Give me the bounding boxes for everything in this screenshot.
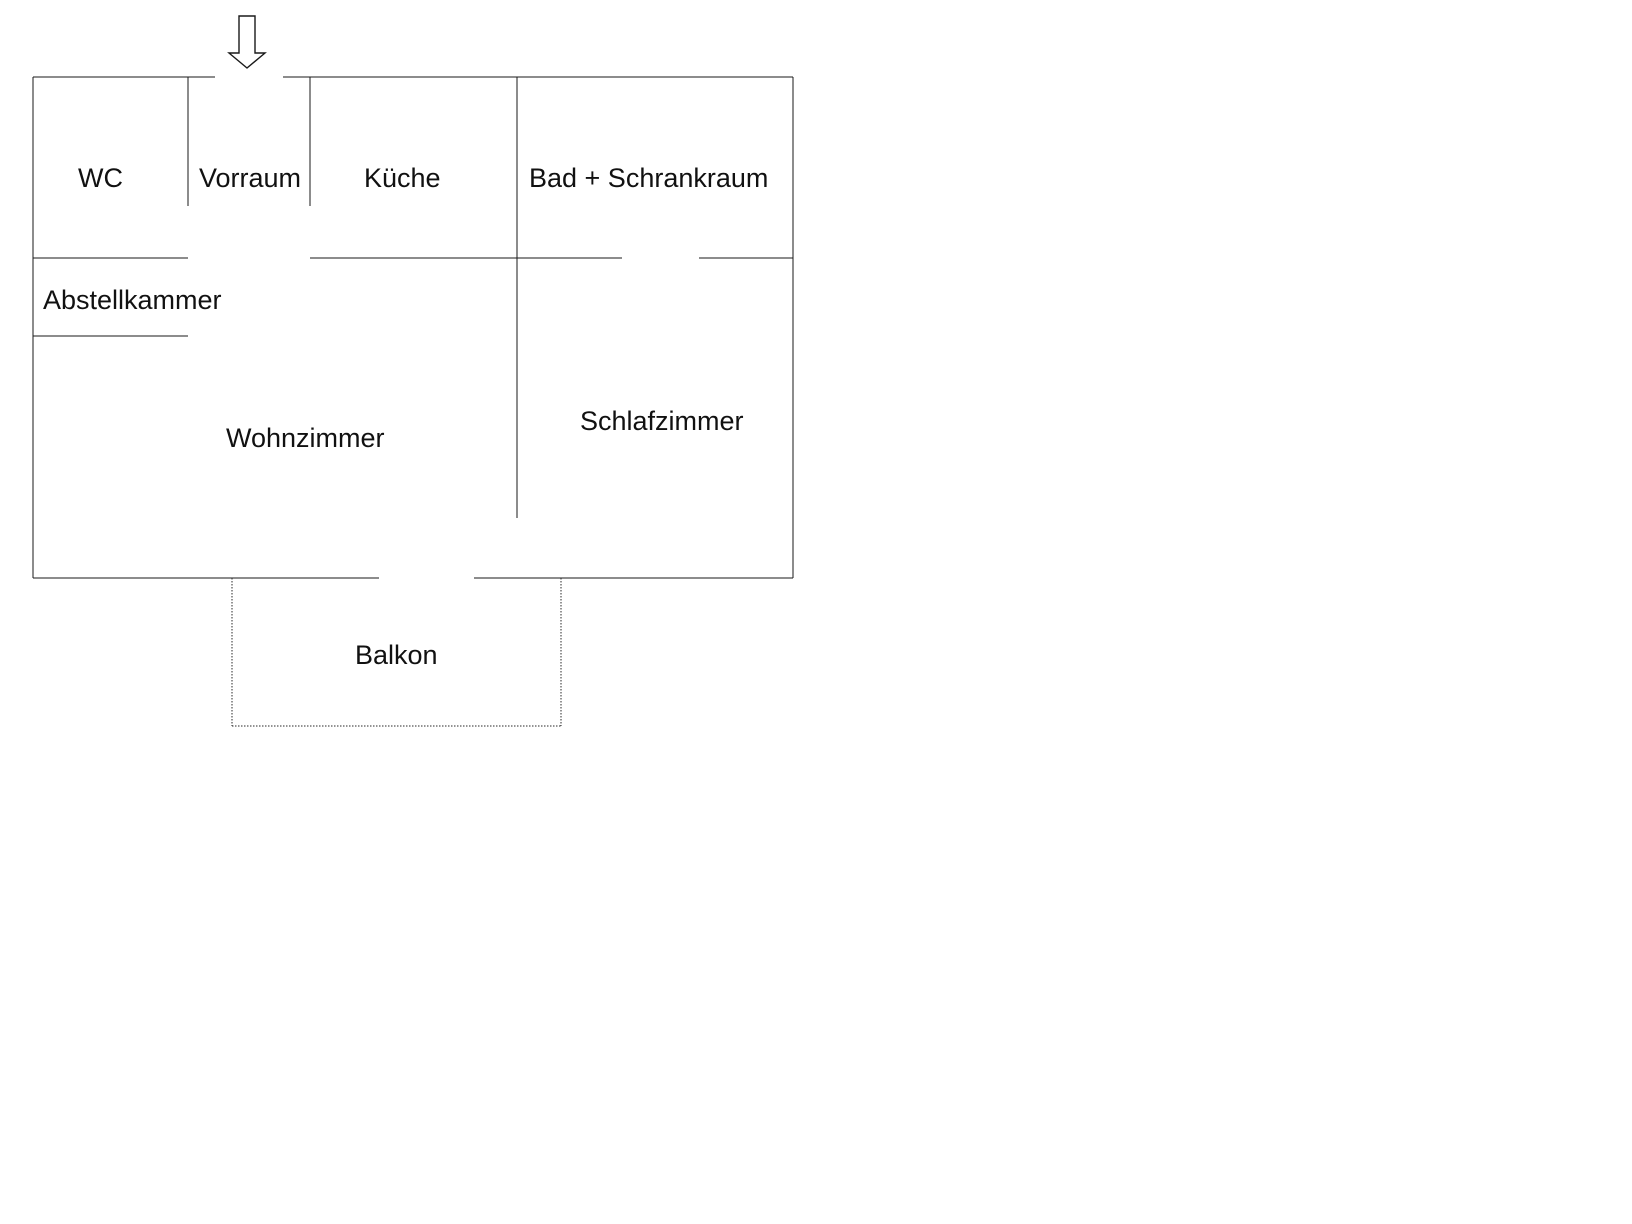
entrance-arrow-icon (227, 15, 267, 69)
room-label-schlafzimmer: Schlafzimmer (580, 406, 744, 436)
balcony-outline (231, 578, 562, 727)
interior-walls (33, 77, 793, 518)
room-label-wc: WC (78, 163, 123, 193)
room-label-wohnzimmer: Wohnzimmer (226, 423, 385, 453)
room-label-kueche: Küche (364, 163, 441, 193)
room-label-bad: Bad + Schrankraum (529, 163, 768, 193)
room-label-vorraum: Vorraum (199, 163, 301, 193)
room-label-abstellkammer: Abstellkammer (43, 285, 222, 315)
outer-walls (32, 76, 794, 579)
room-label-balkon: Balkon (355, 640, 438, 670)
